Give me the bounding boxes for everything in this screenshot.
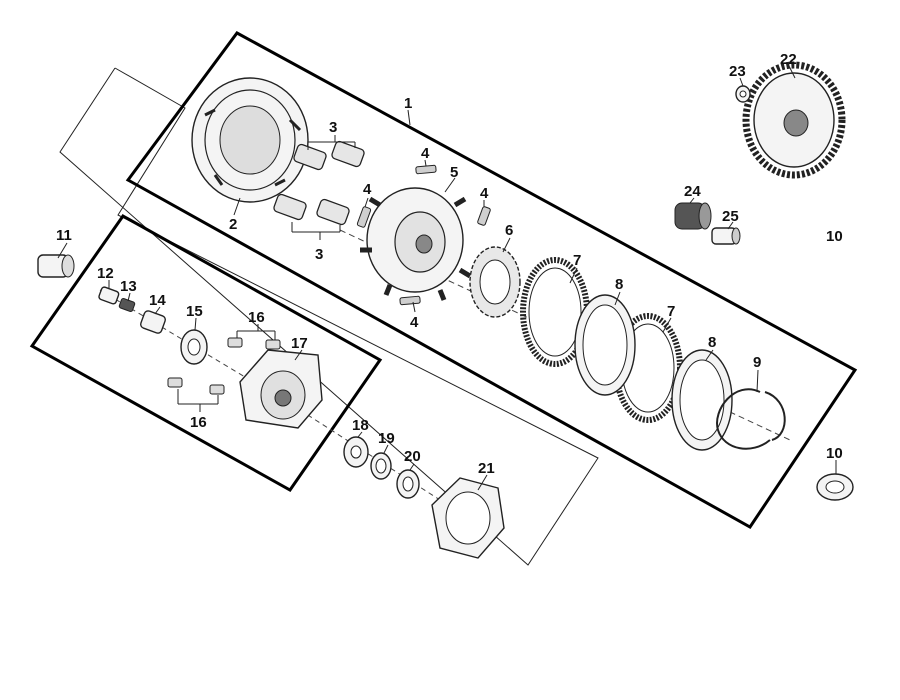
- callout-4-bottom: 4: [410, 314, 419, 331]
- primary-gear-22: [742, 61, 846, 179]
- cover-assembly-frame: [29, 214, 383, 492]
- callout-18: 18: [352, 417, 369, 434]
- callout-9: 9: [753, 354, 761, 371]
- clutch-assembly-frame: [125, 31, 858, 529]
- callout-11: 11: [56, 227, 72, 244]
- callout-4-right: 4: [480, 185, 489, 202]
- bearing-10: [816, 473, 854, 501]
- callout-17: 17: [291, 335, 308, 352]
- bushing-14: [140, 310, 166, 334]
- assembly-outline: [59, 67, 599, 566]
- callout-22: 22: [780, 51, 797, 68]
- callout-20: 20: [404, 448, 421, 465]
- screws-16: [167, 337, 281, 395]
- callout-15: 15: [186, 303, 203, 320]
- callout-5: 5: [450, 164, 458, 181]
- callout-2: 2: [229, 216, 237, 233]
- callout-25: 25: [722, 208, 739, 225]
- callout-3-bottom: 3: [315, 246, 323, 263]
- callout-7-second: 7: [667, 303, 675, 320]
- callout-4-top: 4: [421, 145, 430, 162]
- callout-21: 21: [478, 460, 495, 477]
- callout-10-bottom: 10: [826, 445, 843, 462]
- needle-bearing-24: [674, 202, 712, 230]
- callout-14: 14: [149, 292, 166, 309]
- nut-23: [735, 85, 751, 103]
- washer-20: [396, 469, 420, 499]
- callout-6: 6: [505, 222, 513, 239]
- callout-7-first: 7: [573, 252, 581, 269]
- callout-3-top: 3: [329, 119, 337, 136]
- clutch-springs: [273, 135, 365, 240]
- callout-1: 1: [404, 95, 412, 112]
- bushing-25: [711, 227, 741, 245]
- callout-19: 19: [378, 430, 395, 447]
- cap-11: [37, 254, 75, 278]
- gasket-21: [431, 477, 505, 559]
- washer-19: [370, 452, 392, 480]
- callout-13: 13: [120, 278, 137, 295]
- callout-8-second: 8: [708, 334, 716, 351]
- circlip: [716, 388, 771, 450]
- callout-16-bottom: 16: [190, 414, 207, 431]
- callout-8-first: 8: [615, 276, 623, 293]
- callout-12: 12: [97, 265, 114, 282]
- pin-12: [98, 286, 120, 305]
- callout-10-side: 10: [826, 228, 843, 245]
- clutch-pins: [356, 164, 491, 306]
- callout-23: 23: [729, 63, 746, 80]
- callout-16-top: 16: [248, 309, 265, 326]
- washer-18: [343, 436, 369, 468]
- clutch-housing: [191, 77, 309, 203]
- leader-lines: [57, 65, 837, 491]
- callout-24: 24: [684, 183, 701, 200]
- clutch-hub: [360, 187, 472, 301]
- bearing-15: [180, 329, 208, 365]
- callout-4-left: 4: [363, 181, 372, 198]
- drive-gear: [469, 246, 521, 318]
- spring-13: [118, 297, 136, 313]
- clutch-cover: [239, 349, 323, 429]
- cover-axis: [99, 289, 301, 411]
